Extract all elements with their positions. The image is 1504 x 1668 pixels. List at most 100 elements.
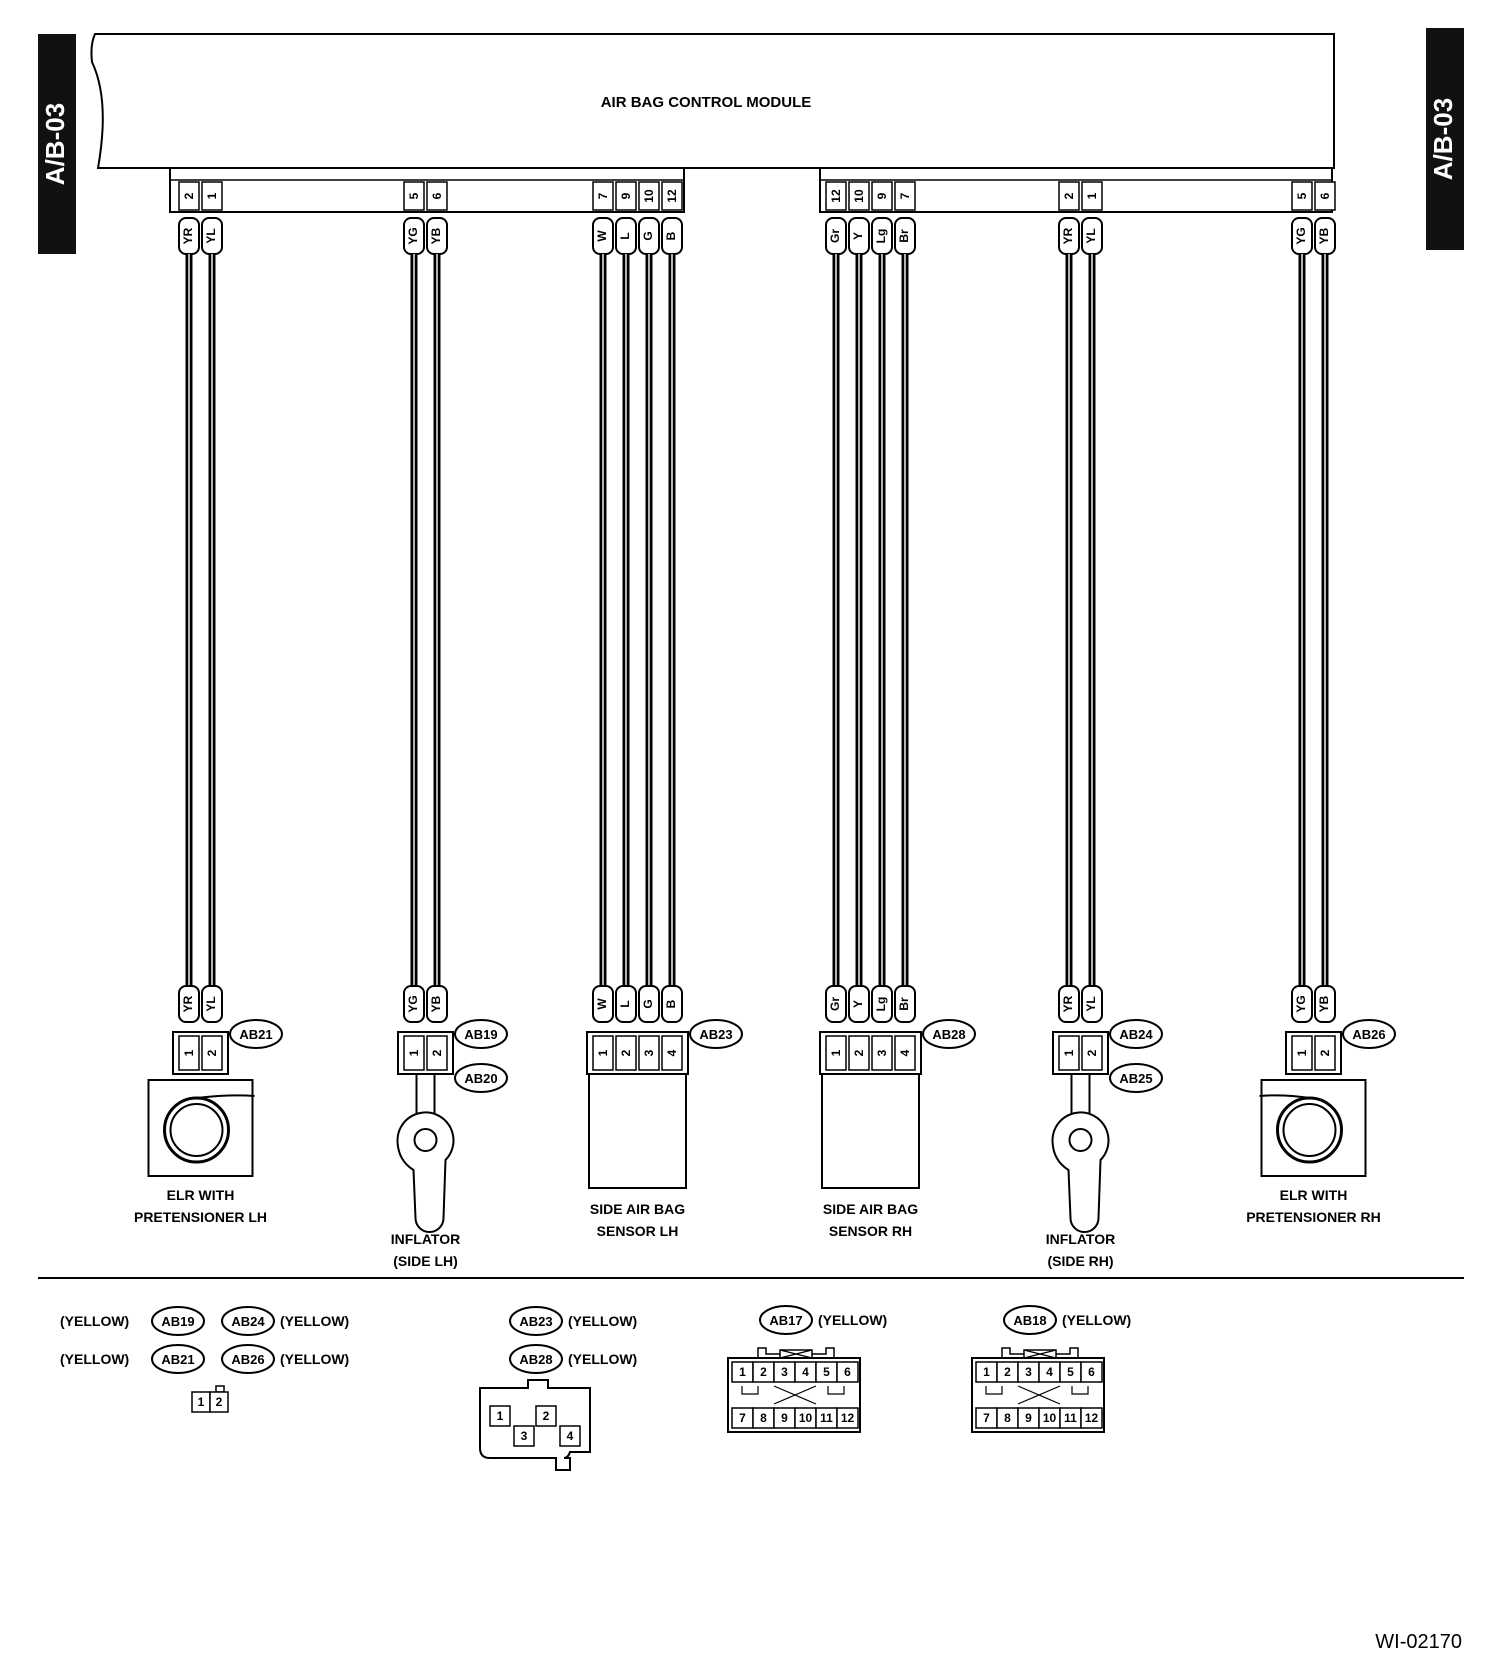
wire-tag-bottom-elr-lh-0: YR bbox=[178, 985, 200, 1023]
wire-tag-bottom-elr-rh-0: YG bbox=[1291, 985, 1313, 1023]
legend-two-pin-cell-0-text: 1 bbox=[198, 1395, 205, 1409]
wire-tag-top-inflator-rh-1: YL bbox=[1081, 217, 1103, 255]
wire-tag-bottom-sensor-lh-2-text: G bbox=[641, 999, 655, 1008]
module-pin-sensor-rh-3: 7 bbox=[894, 181, 916, 211]
wire-tag-bottom-sensor-lh-3: B bbox=[661, 985, 683, 1023]
legend-ab18-top-0-text: 1 bbox=[983, 1365, 990, 1379]
connector-tag-ab23-label: AB23 bbox=[699, 1027, 732, 1042]
module-pin-inflator-lh-0-text: 5 bbox=[407, 192, 421, 199]
legend-tag-ab23-label: AB23 bbox=[519, 1314, 552, 1329]
wire-tag-bottom-sensor-rh-1: Y bbox=[848, 985, 870, 1023]
legend-ab18-color-word: (YELLOW) bbox=[1062, 1312, 1131, 1328]
legend-tag-ab18: AB18 bbox=[1003, 1305, 1057, 1335]
module-title: AIR BAG CONTROL MODULE bbox=[601, 94, 812, 111]
legend-ab17-top-1: 2 bbox=[752, 1361, 775, 1383]
device-pin-sensor-rh-2-text: 3 bbox=[875, 1049, 889, 1056]
wire-tag-bottom-inflator-rh-0-text: YR bbox=[1061, 995, 1075, 1012]
legend-ab18-bottom-1: 8 bbox=[996, 1407, 1019, 1429]
legend-ab17-top-0: 1 bbox=[731, 1361, 754, 1383]
device-pin-sensor-lh-2: 3 bbox=[638, 1035, 660, 1071]
legend-ab17-bottom-4-text: 11 bbox=[820, 1411, 833, 1425]
device-inflator-lh bbox=[396, 1073, 455, 1233]
wire-tag-top-sensor-lh-0-text: W bbox=[595, 230, 609, 242]
legend-ab17-bottom-1: 8 bbox=[752, 1407, 775, 1429]
device-pin-sensor-rh-3-text: 4 bbox=[898, 1049, 912, 1056]
device-pin-elr-rh-1: 2 bbox=[1314, 1035, 1336, 1071]
legend-tag-ab19: AB19 bbox=[151, 1306, 205, 1336]
device-pin-inflator-rh-1-text: 2 bbox=[1085, 1049, 1099, 1056]
module-connector-ab17 bbox=[169, 168, 685, 213]
wire-tag-top-sensor-lh-0: W bbox=[592, 217, 614, 255]
wire-tag-top-inflator-lh-1-text: YB bbox=[429, 227, 443, 244]
device-pin-sensor-rh-3: 4 bbox=[894, 1035, 916, 1071]
wire-tag-top-inflator-rh-1-text: YL bbox=[1084, 228, 1098, 243]
wire-tag-top-elr-rh-0: YG bbox=[1291, 217, 1313, 255]
legend-ab17-bottom-2-text: 9 bbox=[781, 1411, 788, 1425]
device-pin-inflator-rh-0-text: 1 bbox=[1062, 1049, 1076, 1056]
device-label-inflator-lh-1: (SIDE LH) bbox=[393, 1253, 458, 1269]
module-pin-sensor-lh-1: 9 bbox=[615, 181, 637, 211]
side-tab-left: A/B-03 bbox=[38, 34, 76, 254]
device-label-sensor-rh-1: SENSOR RH bbox=[829, 1223, 912, 1239]
wire-tag-bottom-sensor-lh-2: G bbox=[638, 985, 660, 1023]
legend-tag-ab28-label: AB28 bbox=[519, 1352, 552, 1367]
device-elr-lh bbox=[147, 1079, 255, 1177]
device-pin-inflator-lh-1: 2 bbox=[426, 1035, 448, 1071]
device-pin-sensor-lh-1-text: 2 bbox=[619, 1049, 633, 1056]
legend-tag-ab28: AB28 bbox=[509, 1344, 563, 1374]
wire-tag-bottom-elr-lh-0-text: YR bbox=[181, 995, 195, 1012]
wire-tag-top-sensor-lh-1: L bbox=[615, 217, 637, 255]
side-tab-right: A/B-03 bbox=[1426, 28, 1464, 250]
wire-tag-top-elr-lh-0: YR bbox=[178, 217, 200, 255]
wire-tag-bottom-sensor-rh-2: Lg bbox=[871, 985, 893, 1023]
legend-ab18-bottom-3: 10 bbox=[1038, 1407, 1061, 1429]
wire-tag-top-elr-rh-1-text: YB bbox=[1317, 227, 1331, 244]
device-pin-sensor-rh-0: 1 bbox=[825, 1035, 847, 1071]
legend-ab17-top-4: 5 bbox=[815, 1361, 838, 1383]
wire-tag-bottom-inflator-lh-0-text: YG bbox=[406, 995, 420, 1012]
legend-ab17-bottom-5: 12 bbox=[836, 1407, 859, 1429]
device-label-elr-rh-0: ELR WITH bbox=[1280, 1187, 1348, 1203]
device-pin-inflator-rh-0: 1 bbox=[1058, 1035, 1080, 1071]
wire-tag-bottom-elr-lh-1: YL bbox=[201, 985, 223, 1023]
wire-tag-bottom-inflator-rh-1-text: YL bbox=[1084, 996, 1098, 1011]
legend-ab18-bottom-5-text: 12 bbox=[1085, 1411, 1099, 1425]
legend-four-pin-cell-2: 3 bbox=[513, 1425, 535, 1447]
wire-tag-top-inflator-lh-0: YG bbox=[403, 217, 425, 255]
legend-ab18-top-3: 4 bbox=[1038, 1361, 1061, 1383]
legend-color-word-4: (YELLOW) bbox=[280, 1351, 349, 1367]
wire-tag-top-sensor-lh-2: G bbox=[638, 217, 660, 255]
module-pin-elr-rh-1: 6 bbox=[1314, 181, 1336, 211]
legend-ab17-top-4-text: 5 bbox=[823, 1365, 830, 1379]
module-pin-elr-rh-1-text: 6 bbox=[1318, 192, 1332, 199]
device-inflator-rh bbox=[1051, 1073, 1110, 1233]
legend-ab18-bottom-2-text: 9 bbox=[1025, 1411, 1032, 1425]
device-pin-elr-lh-0: 1 bbox=[178, 1035, 200, 1071]
wire-tag-top-sensor-rh-1-text: Y bbox=[851, 232, 865, 240]
legend-ab18-top-1: 2 bbox=[996, 1361, 1019, 1383]
legend-ab17-bottom-3: 10 bbox=[794, 1407, 817, 1429]
side-tab-left-label: A/B-03 bbox=[40, 103, 70, 185]
wire-tag-top-inflator-rh-0-text: YR bbox=[1061, 227, 1075, 244]
module-pin-sensor-rh-0: 12 bbox=[825, 181, 847, 211]
connector-tag-ab23: AB23 bbox=[689, 1019, 743, 1049]
legend-ab17-bottom-1-text: 8 bbox=[760, 1411, 767, 1425]
device-label-inflator-lh-0: INFLATOR bbox=[391, 1231, 460, 1247]
legend-tag-ab21: AB21 bbox=[151, 1344, 205, 1374]
device-pin-sensor-lh-2-text: 3 bbox=[642, 1049, 656, 1056]
legend-ab17-top-5: 6 bbox=[836, 1361, 859, 1383]
legend-four-pin-cell-1: 2 bbox=[535, 1405, 557, 1427]
device-pin-sensor-lh-3-text: 4 bbox=[665, 1049, 679, 1056]
device-pin-sensor-lh-0-text: 1 bbox=[596, 1049, 610, 1056]
device-pin-sensor-rh-2: 3 bbox=[871, 1035, 893, 1071]
device-pin-elr-rh-1-text: 2 bbox=[1318, 1049, 1332, 1056]
legend-ab17-color-word: (YELLOW) bbox=[818, 1312, 887, 1328]
connector-tag-ab25-label: AB25 bbox=[1119, 1071, 1152, 1086]
legend-tag-ab18-label: AB18 bbox=[1013, 1313, 1046, 1328]
legend-ab17-bottom-2: 9 bbox=[773, 1407, 796, 1429]
device-label-sensor-rh-0: SIDE AIR BAG bbox=[823, 1201, 918, 1217]
